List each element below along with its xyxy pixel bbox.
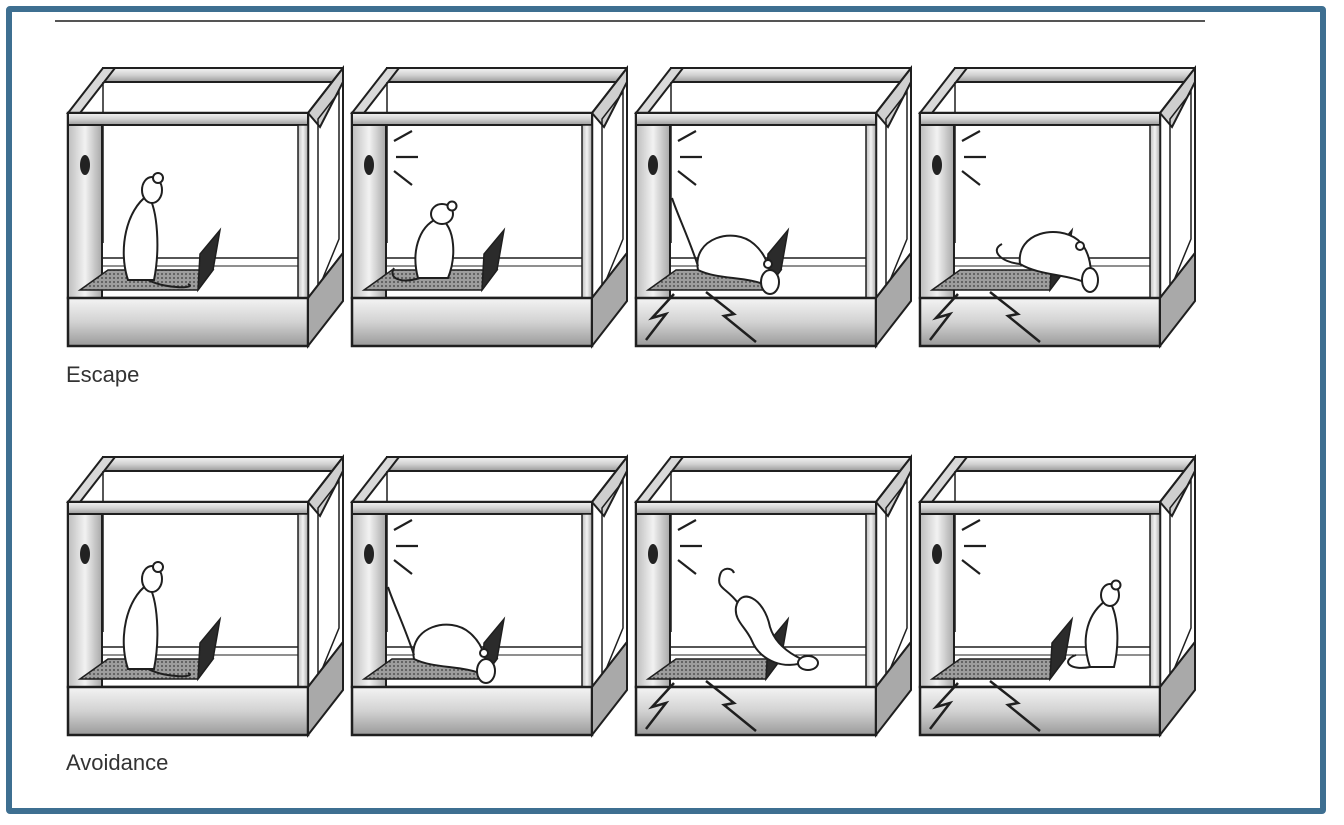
rat bbox=[122, 561, 191, 678]
box-base bbox=[350, 296, 594, 348]
row-label-escape: Escape bbox=[66, 362, 140, 387]
box-base bbox=[66, 685, 310, 737]
shuttle-box-escape-3 bbox=[633, 65, 912, 349]
sound-icon bbox=[677, 130, 702, 186]
rat bbox=[122, 172, 191, 289]
shock-bolt-icon bbox=[645, 291, 757, 343]
sound-icon bbox=[393, 130, 418, 186]
barrier bbox=[1049, 616, 1074, 682]
shuttle-box-escape-2 bbox=[349, 65, 628, 349]
box-base bbox=[634, 685, 878, 737]
speaker-icon bbox=[80, 544, 90, 564]
rat bbox=[995, 231, 1099, 293]
box-base bbox=[66, 296, 310, 348]
shuttle-box-avoidance-4 bbox=[917, 454, 1196, 738]
shock-bolt-icon bbox=[929, 680, 1041, 732]
speaker-icon bbox=[80, 155, 90, 175]
shuttle-box-avoidance-3 bbox=[633, 454, 912, 738]
barrier bbox=[197, 227, 222, 293]
row-label-avoidance: Avoidance bbox=[66, 750, 169, 775]
sound-icon bbox=[393, 519, 418, 575]
sound-icon bbox=[961, 130, 986, 186]
box-base bbox=[918, 296, 1162, 348]
rat bbox=[387, 586, 496, 684]
box-base bbox=[634, 296, 878, 348]
shuttle-box-avoidance-1 bbox=[65, 454, 344, 738]
rat bbox=[671, 197, 780, 295]
box-base bbox=[918, 685, 1162, 737]
rat bbox=[391, 200, 458, 282]
sound-icon bbox=[961, 519, 986, 575]
shock-bolt-icon bbox=[929, 291, 1041, 343]
speaker-icon bbox=[932, 544, 942, 564]
rat bbox=[1067, 579, 1122, 669]
speaker-icon bbox=[648, 155, 658, 175]
barrier bbox=[481, 227, 506, 293]
sound-icon bbox=[677, 519, 702, 575]
rat bbox=[718, 567, 819, 671]
shock-bolt-icon bbox=[645, 680, 757, 732]
speaker-icon bbox=[364, 544, 374, 564]
shuttle-box-escape-4 bbox=[917, 65, 1196, 349]
shuttle-box-avoidance-2 bbox=[349, 454, 628, 738]
barrier bbox=[197, 616, 222, 682]
shuttle-box-escape-1 bbox=[65, 65, 344, 349]
box-base bbox=[350, 685, 594, 737]
speaker-icon bbox=[932, 155, 942, 175]
top-rule bbox=[55, 20, 1205, 22]
speaker-icon bbox=[648, 544, 658, 564]
speaker-icon bbox=[364, 155, 374, 175]
